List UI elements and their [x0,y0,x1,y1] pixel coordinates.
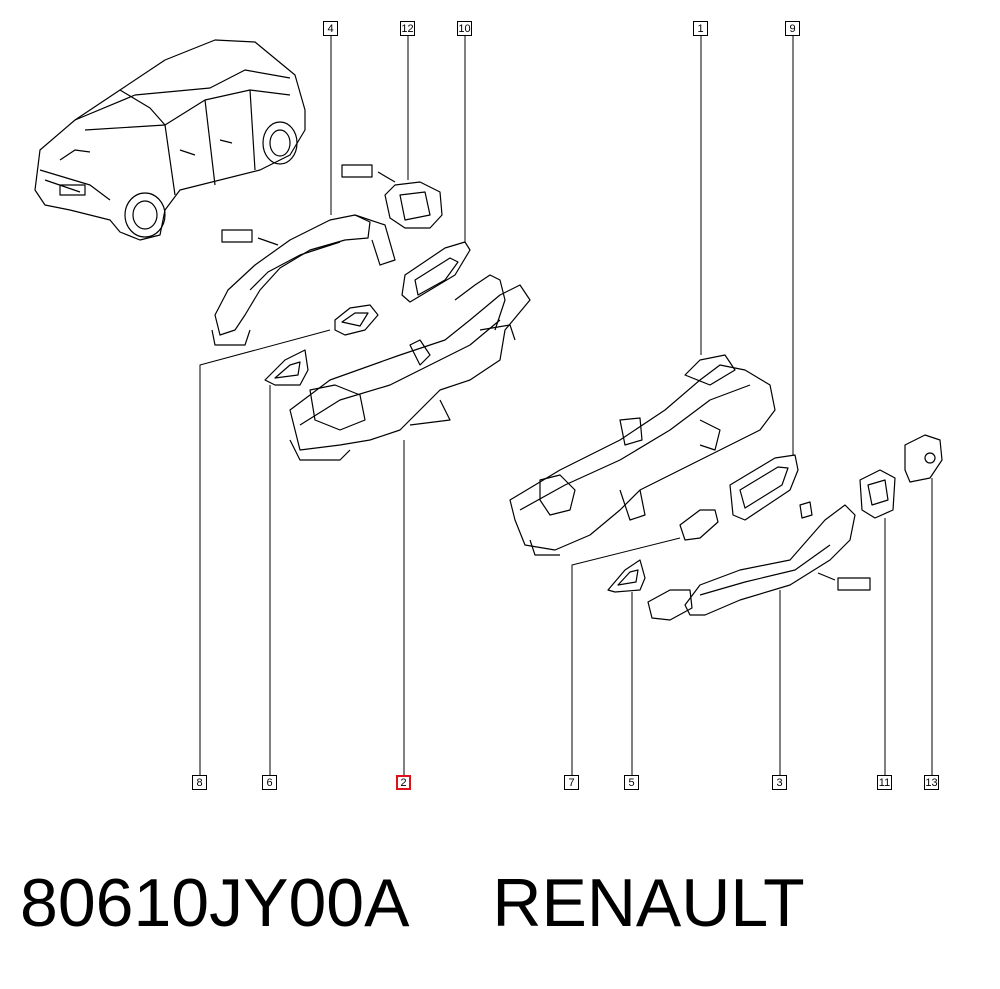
part-number: 80610JY00A [20,865,410,941]
part-3-outer-handle-rear [647,501,871,621]
callout-6: 6 [262,775,277,790]
callout-7: 7 [564,775,579,790]
part-5-seal-rear [607,559,646,593]
callout-13: 13 [924,775,939,790]
callout-5: 5 [624,775,639,790]
part-10-gasket [401,241,471,303]
part-1-handle-frame-rear [509,354,776,556]
part-12-end-cap [341,164,443,229]
callout-12: 12 [400,21,415,36]
callout-1: 1 [693,21,708,36]
part-8-lock-cover [334,304,379,336]
callout-9: 9 [785,21,800,36]
part-13-lock-cover-rear [904,434,943,483]
callout-10: 10 [457,21,472,36]
car-illustration [34,39,306,241]
callout-11: 11 [877,775,892,790]
callout-4: 4 [323,21,338,36]
callout-8: 8 [192,775,207,790]
brand-name: RENAULT [492,865,805,941]
part-2-handle-frame [289,274,531,461]
part-4-outer-handle [211,214,396,346]
part-caption: 80610JY00A RENAULT [20,858,805,948]
callout-2: 2 [396,775,411,790]
callout-3: 3 [772,775,787,790]
part-6-seal [264,349,309,386]
leader-lines [199,36,933,775]
part-9-gasket-rear [729,454,799,521]
part-7-cover-rear [679,509,719,541]
part-11-end-cap-rear [859,469,896,519]
